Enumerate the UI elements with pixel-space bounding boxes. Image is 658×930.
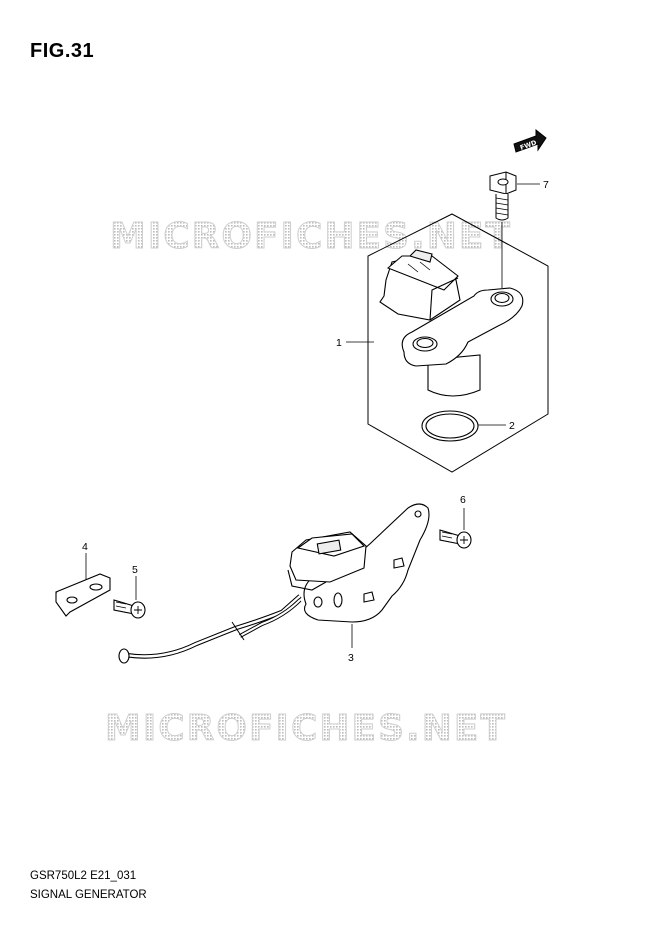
callout-3: 3 [348,652,354,664]
watermark-bottom: MICROFICHES.NET [105,708,507,749]
section-name: SIGNAL GENERATOR [30,889,147,901]
watermark-top: MICROFICHES.NET [110,216,512,257]
screw-5-part [113,599,146,619]
callout-4: 4 [82,541,88,553]
clamp-part [55,573,111,617]
callout-2: 2 [509,420,515,432]
bracket-harness-part [118,503,430,664]
figure-title: FIG.31 [30,40,95,62]
screw-6-part [439,529,472,549]
bolt-part [489,171,517,221]
callout-7: 7 [543,179,549,191]
fwd-label: FWD [519,138,538,152]
callout-6: 6 [460,494,466,506]
callout-1: 1 [336,337,342,349]
model-code: GSR750L2 E21_031 [30,870,137,882]
signal-generator-sensor [379,249,524,397]
o-ring-part [421,410,479,442]
fwd-arrow-icon: FWD [513,128,547,153]
assembly-outline [367,213,549,473]
callout-5: 5 [132,564,138,576]
